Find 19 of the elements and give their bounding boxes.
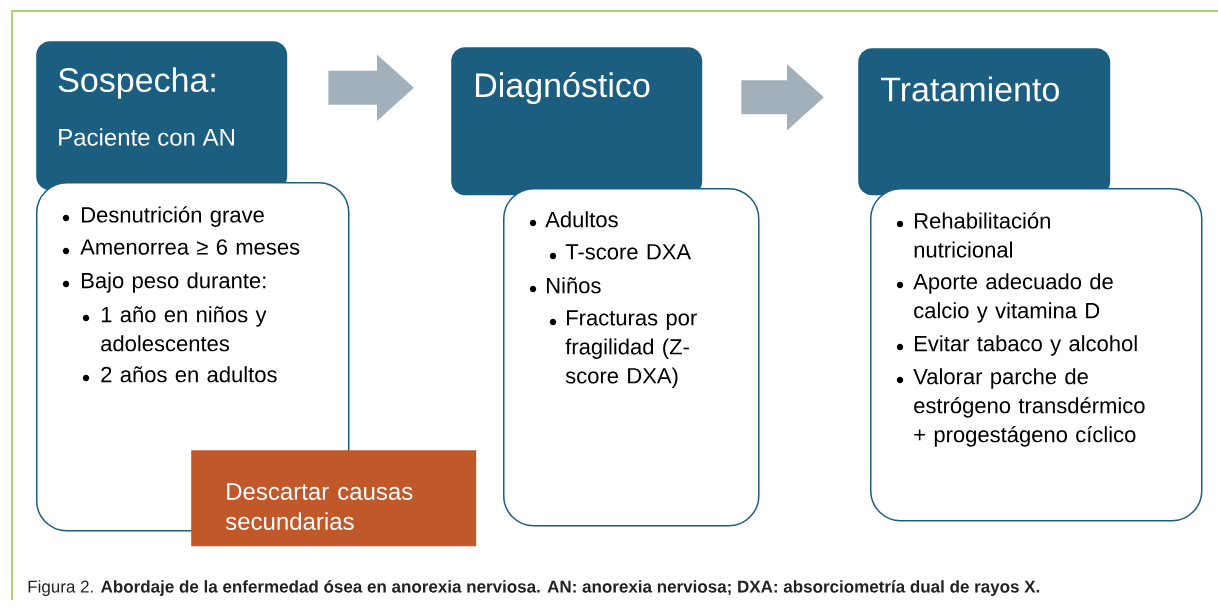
figure-caption: Figura 2. Abordaje de la enfermedad ósea en anorexia nerviosa. AN: anorexia nerviosa; DXA: absorciometría dual de rayos X. [28, 580, 1040, 596]
list-item: Fracturas por fragilidad (Z-score DXA) [565, 310, 697, 388]
list-item: Adultos [545, 211, 618, 228]
list-item: Valorar parche de estrógeno transdérmico + progestágeno cíclico [913, 368, 1145, 447]
list-item: Bajo peso durante: [82, 272, 266, 293]
note-text: Descartar causas secundarias [225, 483, 413, 530]
list-item: Amenorrea ≥ 6 meses [80, 239, 300, 255]
header-subtitle: Paciente con AN [59, 128, 234, 146]
header-title: Tratamiento [881, 76, 1059, 102]
list-item: Evitar tabaco y alcohol [915, 335, 1137, 356]
list-item: Aporte adecuado de calcio y vitamina D [913, 273, 1113, 323]
list-item: Desnutrición grave [82, 206, 264, 227]
list-item: 2 años en adultos [101, 366, 277, 383]
header-title: Sospecha: [58, 67, 215, 99]
list-item: 1 año en niños y adolescentes [101, 306, 267, 352]
list-item: T-score DXA [565, 244, 692, 260]
list-item: Rehabilitación nutricional [914, 212, 1050, 258]
header-title: Diagnóstico [476, 71, 650, 105]
list-item: Niños [547, 277, 601, 294]
